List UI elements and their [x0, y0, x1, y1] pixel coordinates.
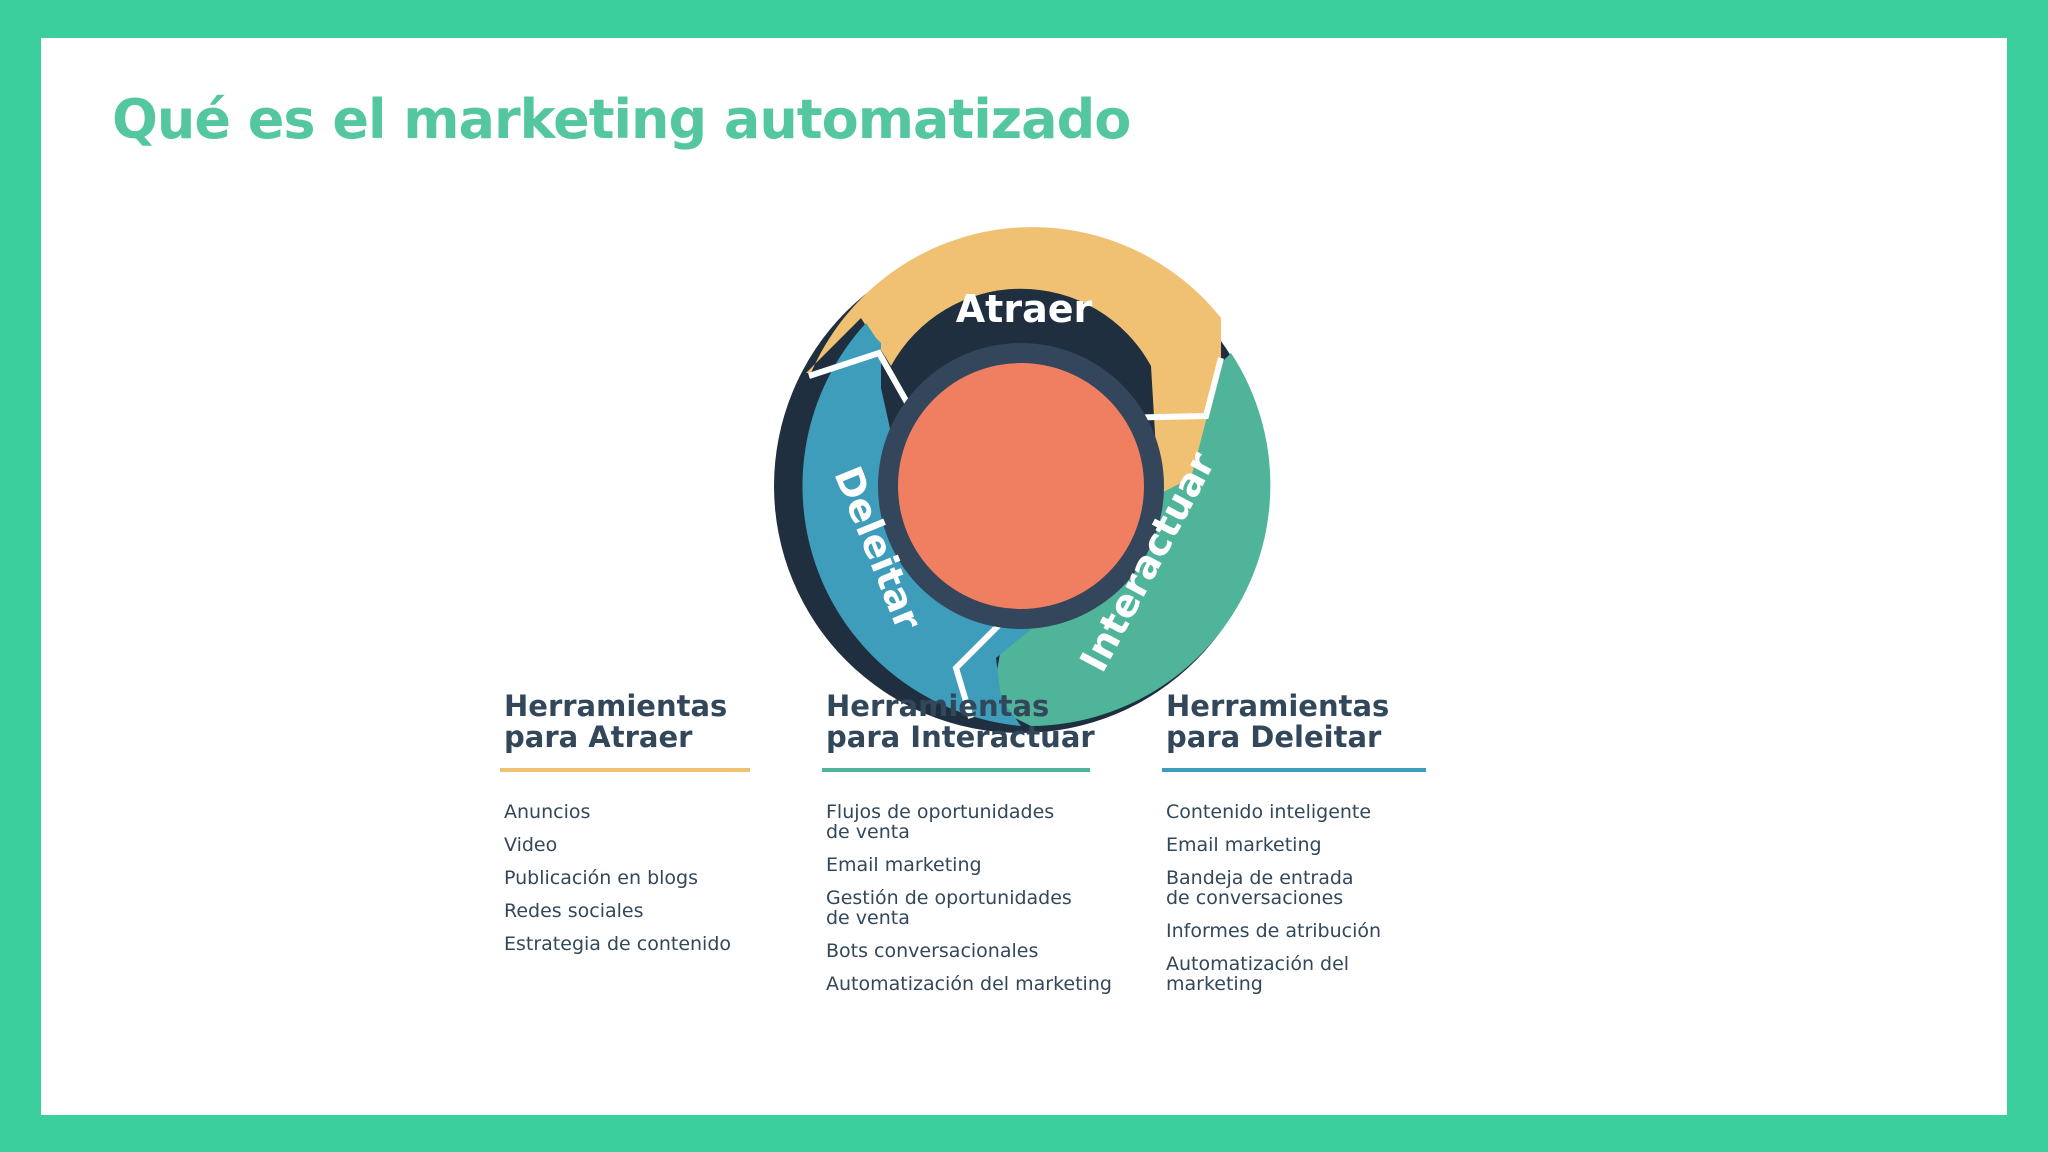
list-item: Anuncios [504, 801, 591, 823]
tool-list: Contenido inteligente Email marketing Ba… [1166, 802, 1456, 994]
list-item: Flujos de oportunidades de venta [826, 801, 1055, 843]
flywheel-segment-delight [802, 323, 1041, 726]
slide-title: Qué es el marketing automatizado [112, 88, 1131, 151]
list-item: Informes de atribución [1166, 920, 1382, 942]
tool-list: Anuncios Video Publicación en blogs Rede… [504, 802, 774, 954]
flywheel-divider-engage-delight [952, 615, 1009, 719]
column-underline [500, 768, 750, 772]
flywheel-segment-attract [806, 227, 1221, 534]
column-underline [822, 768, 1090, 772]
list-item: Automatización del marketing [1166, 953, 1350, 995]
list-item: Email marketing [1166, 834, 1322, 856]
flywheel-segment-engage [991, 353, 1271, 726]
list-item: Bandeja de entrada de conversaciones [1166, 867, 1354, 909]
tool-list: Flujos de oportunidades de venta Email m… [826, 802, 1146, 994]
slide: Qué es el marketing automatizado Atraer … [41, 38, 2007, 1115]
list-item: Email marketing [826, 854, 982, 876]
list-item: Video [504, 834, 558, 856]
flywheel-divider-delight-attract [808, 349, 916, 415]
list-item: Redes sociales [504, 900, 644, 922]
flywheel-label-attract: Atraer [956, 287, 1093, 331]
list-item: Bots conversacionales [826, 940, 1039, 962]
list-item: Contenido inteligente [1166, 801, 1372, 823]
flywheel-core [898, 363, 1144, 609]
column-underline [1162, 768, 1426, 772]
flywheel-diagram: Atraer Interactuar Deleitar [774, 227, 1271, 733]
list-item: Estrategia de contenido [504, 933, 732, 955]
list-item: Publicación en blogs [504, 867, 698, 889]
list-item: Gestión de oportunidades de venta [826, 887, 1072, 929]
list-item: Automatización del marketing [826, 973, 1112, 995]
